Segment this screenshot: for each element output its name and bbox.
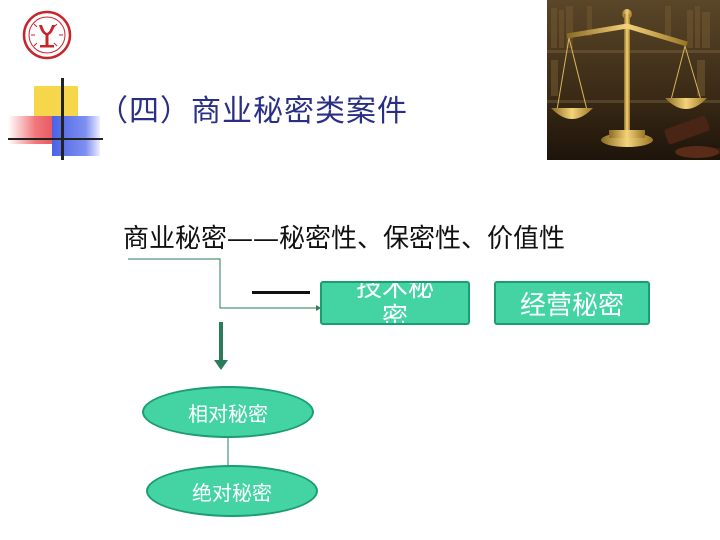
decor-vertical-line <box>61 78 64 160</box>
technical-secret-label: 技术秘密 <box>355 281 434 325</box>
connector-arrowhead <box>316 305 321 311</box>
connector-to-technical <box>128 258 316 309</box>
business-secret-label: 经营秘密 <box>519 290 624 321</box>
trade-secret-heading: 商业秘密——秘密性、保密性、价值性 <box>123 224 566 254</box>
dash-line <box>252 291 310 294</box>
down-arrow-head <box>214 360 228 370</box>
absolute-secret-label: 绝对秘密 <box>192 480 272 505</box>
slide-title: （四）商业秘密类案件 <box>98 94 408 129</box>
absolute-secret-ellipse: 绝对秘密 <box>146 465 318 517</box>
relative-secret-label: 相对秘密 <box>188 401 268 426</box>
university-logo <box>22 10 72 60</box>
decor-horizontal-line <box>8 138 103 140</box>
down-arrow-shaft <box>219 322 223 362</box>
scales-of-justice-image <box>547 0 720 160</box>
relative-secret-ellipse: 相对秘密 <box>142 386 314 438</box>
business-secret-box: 经营秘密 <box>494 281 650 325</box>
technical-secret-box: 技术秘密 <box>320 281 470 325</box>
decor-blue-square <box>52 116 100 156</box>
